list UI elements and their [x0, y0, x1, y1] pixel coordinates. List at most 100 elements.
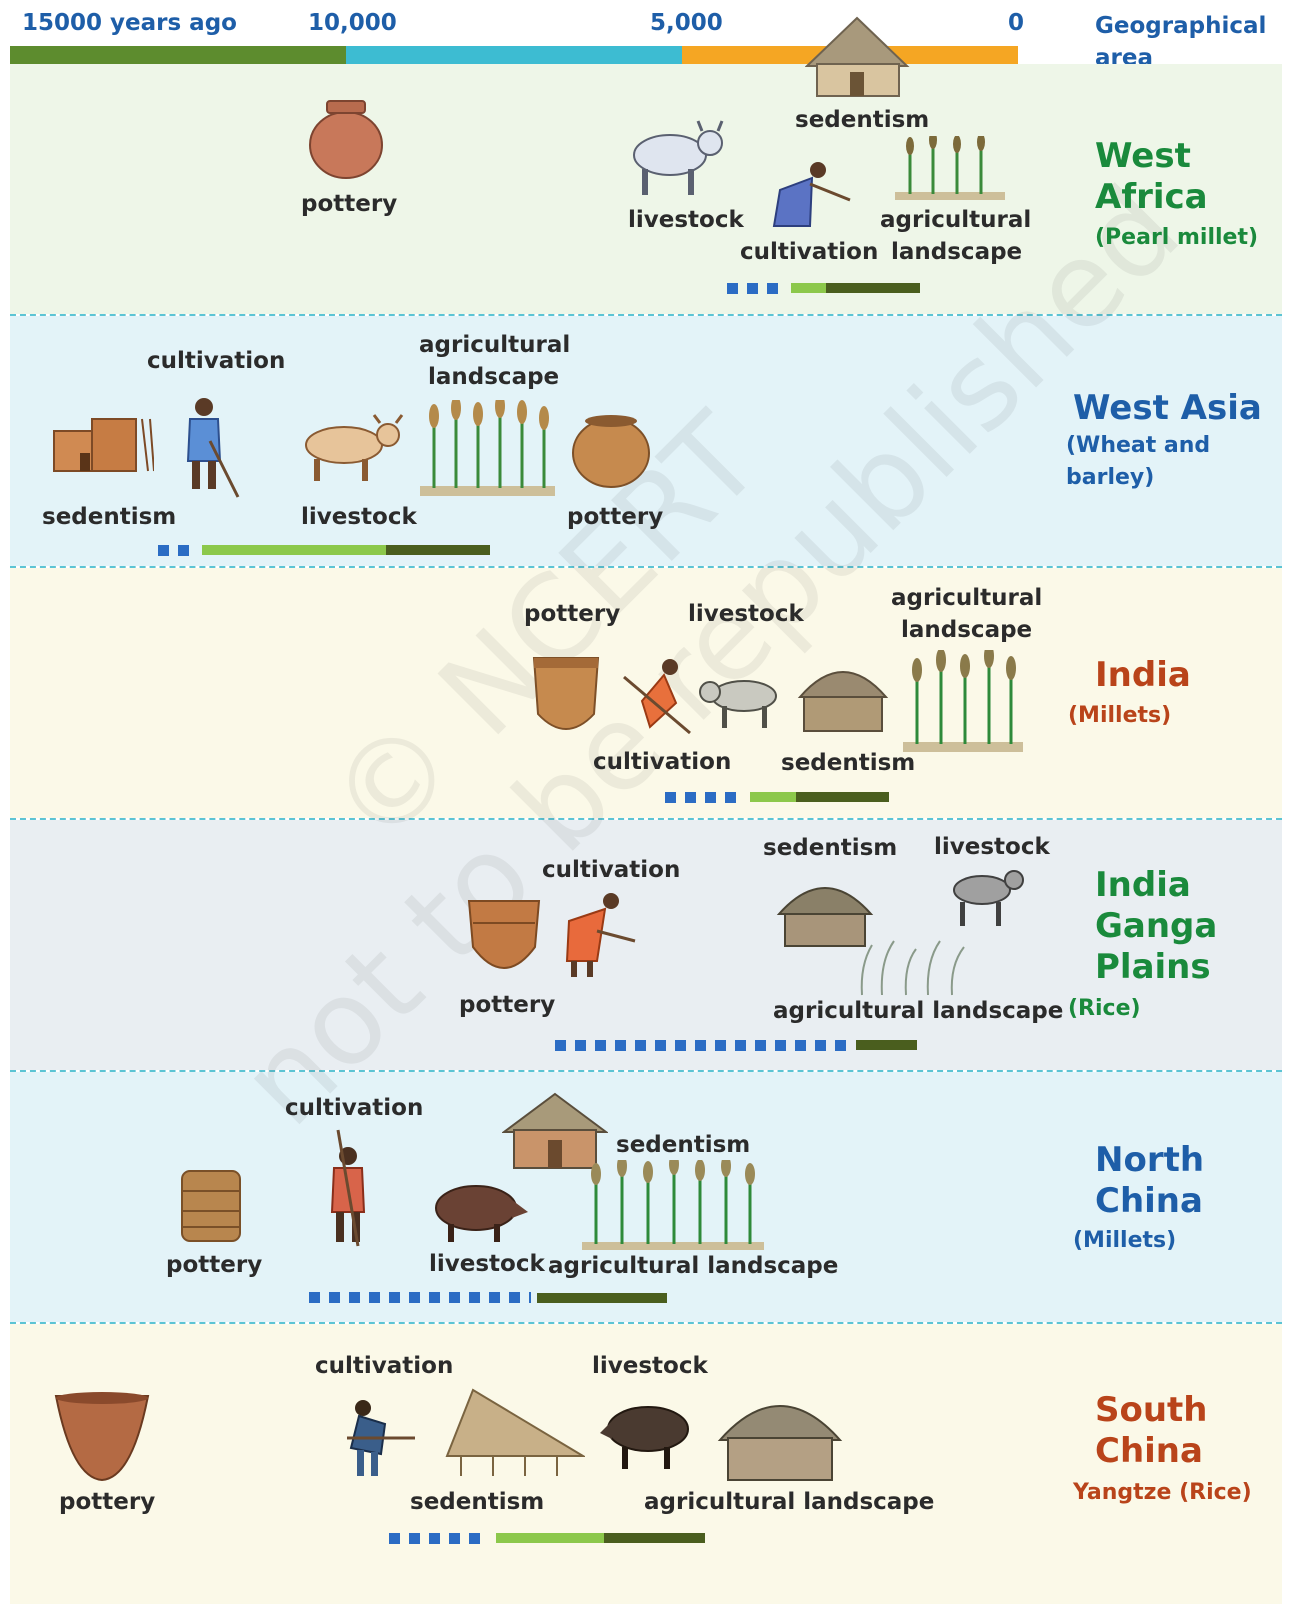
- timeline-light-green: [791, 283, 826, 293]
- label-pottery: pottery: [59, 1486, 155, 1518]
- boar-icon: [432, 1176, 530, 1244]
- label-landscape: landscape: [891, 236, 1022, 268]
- label-sedentism: sedentism: [42, 501, 176, 533]
- rice-field-icon: [852, 935, 977, 997]
- separator: [10, 566, 1282, 568]
- crop-west-africa: (Pearl millet): [1095, 222, 1258, 254]
- cow-icon: [300, 413, 405, 483]
- crop-west-asia: (Wheat and barley): [1066, 430, 1210, 494]
- hut-icon: [716, 1386, 844, 1482]
- hut-icon: [796, 657, 890, 734]
- separator: [10, 818, 1282, 820]
- pottery-icon: [178, 1167, 244, 1245]
- farmer-icon: [770, 160, 855, 230]
- timeline-dots: [665, 792, 740, 803]
- label-agricultural-landscape: agricultural landscape: [773, 995, 1063, 1027]
- timeline-dots: [309, 1292, 531, 1303]
- pottery-icon: [52, 1390, 152, 1482]
- region-name-india-ganga: India Ganga Plains: [1095, 865, 1217, 988]
- crop-india: (Millets): [1068, 700, 1171, 732]
- label-livestock: livestock: [429, 1248, 545, 1280]
- region-line: China: [1095, 1431, 1208, 1472]
- crop-india-ganga: (Rice): [1068, 993, 1141, 1025]
- region-line: Africa: [1095, 177, 1208, 218]
- hut-icon: [502, 1092, 608, 1170]
- cow-icon: [630, 117, 725, 197]
- timeline-light-green: [202, 545, 386, 555]
- pottery-icon: [528, 654, 604, 740]
- hut-icon: [805, 16, 910, 98]
- farmer-icon: [318, 1128, 378, 1248]
- label-sedentism: sedentism: [763, 832, 897, 864]
- label-livestock: livestock: [934, 831, 1050, 863]
- timeline-dark-green: [604, 1533, 705, 1543]
- label-cultivation: cultivation: [542, 854, 680, 886]
- timeline-label-15000: 15000 years ago: [22, 10, 237, 36]
- label-livestock: livestock: [592, 1350, 708, 1382]
- label-agricultural: agricultural: [891, 582, 1042, 614]
- label-pottery: pottery: [524, 598, 620, 630]
- region-name-north-china: North China: [1095, 1140, 1204, 1222]
- label-sedentism: sedentism: [795, 104, 929, 136]
- region-line: Ganga: [1095, 906, 1217, 947]
- region-line: West: [1095, 136, 1208, 177]
- timeline-label-5000: 5,000: [650, 10, 723, 36]
- timeline-segment-teal: [346, 46, 682, 64]
- label-livestock: livestock: [301, 501, 417, 533]
- timeline-dots: [727, 283, 783, 294]
- timeline-segment-green: [10, 46, 346, 64]
- timeline-light-green: [496, 1533, 604, 1543]
- label-sedentism: sedentism: [781, 747, 915, 779]
- timeline-label-0: 0: [1008, 10, 1024, 36]
- label-pottery: pottery: [459, 989, 555, 1021]
- label-cultivation: cultivation: [315, 1350, 453, 1382]
- farmer-icon: [337, 1398, 417, 1478]
- label-pottery: pottery: [567, 501, 663, 533]
- millet-field-icon: [582, 1160, 764, 1250]
- crop-field-icon: [895, 136, 1005, 200]
- timeline-dark-green: [826, 283, 920, 293]
- crop-line: (Wheat and: [1066, 430, 1210, 462]
- farmer-icon: [180, 397, 242, 501]
- mud-house-icon: [52, 415, 154, 473]
- timeline-dots: [389, 1533, 489, 1544]
- region-line: India: [1095, 655, 1191, 696]
- wheat-field-icon: [420, 400, 555, 496]
- region-line: China: [1095, 1181, 1204, 1222]
- label-cultivation: cultivation: [740, 236, 878, 268]
- cow-icon: [948, 864, 1026, 928]
- separator: [10, 1322, 1282, 1324]
- label-cultivation: cultivation: [593, 746, 731, 778]
- label-cultivation: cultivation: [285, 1092, 423, 1124]
- millet-field-icon: [903, 650, 1023, 752]
- region-name-india: India: [1095, 655, 1191, 696]
- label-agricultural-landscape: agricultural landscape: [644, 1486, 934, 1518]
- timeline-dark-green: [796, 792, 889, 802]
- cow-icon: [698, 672, 783, 730]
- label-sedentism: sedentism: [410, 1486, 544, 1518]
- crop-north-china: (Millets): [1073, 1225, 1176, 1257]
- crop-line: barley): [1066, 462, 1210, 494]
- timeline-dark-green: [856, 1040, 917, 1050]
- stilt-house-icon: [443, 1386, 585, 1478]
- pottery-icon: [305, 97, 387, 181]
- label-pottery: pottery: [301, 188, 397, 220]
- label-agricultural: agricultural: [880, 204, 1031, 236]
- label-agricultural: agricultural: [419, 329, 570, 361]
- timeline-label-10000: 10,000: [308, 10, 397, 36]
- timeline-dark-green: [537, 1293, 667, 1303]
- label-sedentism: sedentism: [616, 1129, 750, 1161]
- region-name-west-africa: West Africa: [1095, 136, 1208, 218]
- label-landscape: landscape: [901, 614, 1032, 646]
- region-name-south-china: South China: [1095, 1390, 1208, 1472]
- timeline-dots: [555, 1040, 851, 1051]
- pottery-icon: [465, 897, 543, 981]
- separator: [10, 1070, 1282, 1072]
- timeline-light-green: [750, 792, 796, 802]
- region-line: North: [1095, 1140, 1204, 1181]
- region-line: South: [1095, 1390, 1208, 1431]
- label-landscape: landscape: [428, 361, 559, 393]
- label-cultivation: cultivation: [147, 345, 285, 377]
- region-name-west-asia: West Asia: [1073, 388, 1262, 429]
- label-livestock: livestock: [628, 204, 744, 236]
